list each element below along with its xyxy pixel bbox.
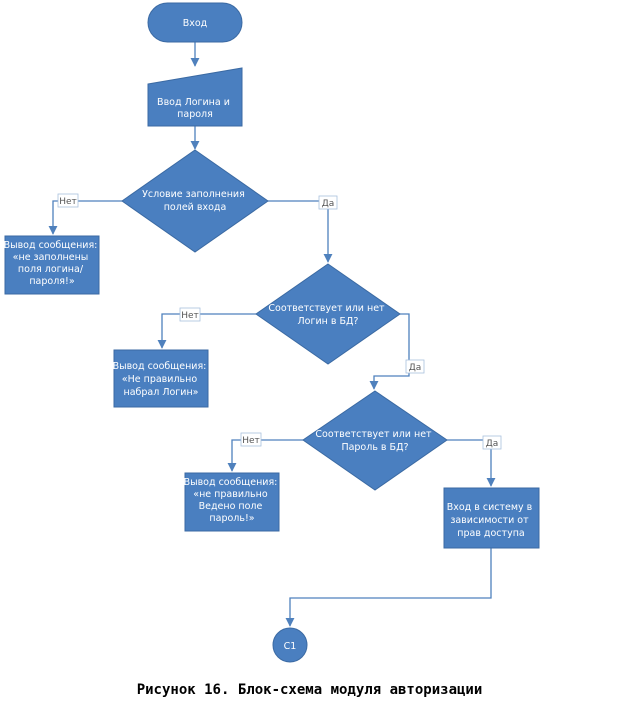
start-label: Вход	[183, 18, 208, 29]
decision-login-check-label: Соответствует или нет Логин в БД?	[268, 303, 387, 327]
edge-label-yes-3: Да	[482, 435, 502, 450]
start-terminator: Вход	[147, 2, 243, 43]
edge-cond1-no	[48, 200, 122, 235]
message-wrong-password: Вывод сообщения: «не правильно Ведено по…	[184, 472, 281, 532]
edge-enter-c1	[285, 548, 492, 627]
connector-c1: С1	[272, 627, 308, 663]
edge-label-yes-2: Да	[405, 359, 425, 374]
svg-text:Нет: Нет	[181, 311, 199, 321]
decision-fill-check-label: Условие заполнения полей входа	[142, 189, 248, 213]
svg-text:Да: Да	[322, 199, 335, 209]
edge-label-no-2: Нет	[179, 307, 201, 322]
message-empty-fields: Вывод сообщения: «не заполнены поля логи…	[4, 235, 101, 295]
decision-login-check: Соответствует или нет Логин в БД?	[255, 263, 401, 365]
login-input-node: Ввод Логина и пароля	[147, 67, 243, 127]
figure-caption: Рисунок 16. Блок-схема модуля авторизаци…	[136, 682, 483, 698]
edge-cond3-no	[227, 439, 303, 472]
svg-text:Нет: Нет	[59, 197, 77, 207]
edge-label-yes-1: Да	[318, 195, 338, 210]
edge-label-no-3: Нет	[240, 432, 262, 447]
message-empty-fields-label: Вывод сообщения: «не заполнены поля логи…	[4, 240, 101, 287]
decision-fill-check: Условие заполнения полей входа	[121, 149, 269, 253]
enter-system-node: Вход в систему в зависимости от прав дос…	[443, 487, 540, 549]
message-wrong-login-label: Вывод сообщения: «Не правильно набрал Ло…	[113, 361, 210, 398]
login-input-label: Ввод Логина и пароля	[157, 97, 233, 120]
enter-system-label: Вход в систему в зависимости от прав дос…	[447, 502, 536, 539]
edge-cond2-yes	[369, 313, 410, 390]
decision-password-check: Соответствует или нет Пароль в БД?	[302, 390, 448, 491]
svg-text:Да: Да	[409, 363, 422, 373]
connector-c1-label: С1	[284, 641, 297, 652]
message-wrong-password-label: Вывод сообщения: «не правильно Ведено по…	[184, 477, 281, 524]
edge-cond2-no	[157, 313, 256, 349]
edge-label-no-1: Нет	[57, 193, 79, 208]
connectors	[48, 42, 496, 627]
edge-cond1-yes	[268, 200, 333, 263]
svg-text:Нет: Нет	[242, 436, 260, 446]
message-wrong-login: Вывод сообщения: «Не правильно набрал Ло…	[113, 349, 210, 408]
svg-text:Да: Да	[486, 439, 499, 449]
decision-password-check-label: Соответствует или нет Пароль в БД?	[315, 429, 434, 453]
